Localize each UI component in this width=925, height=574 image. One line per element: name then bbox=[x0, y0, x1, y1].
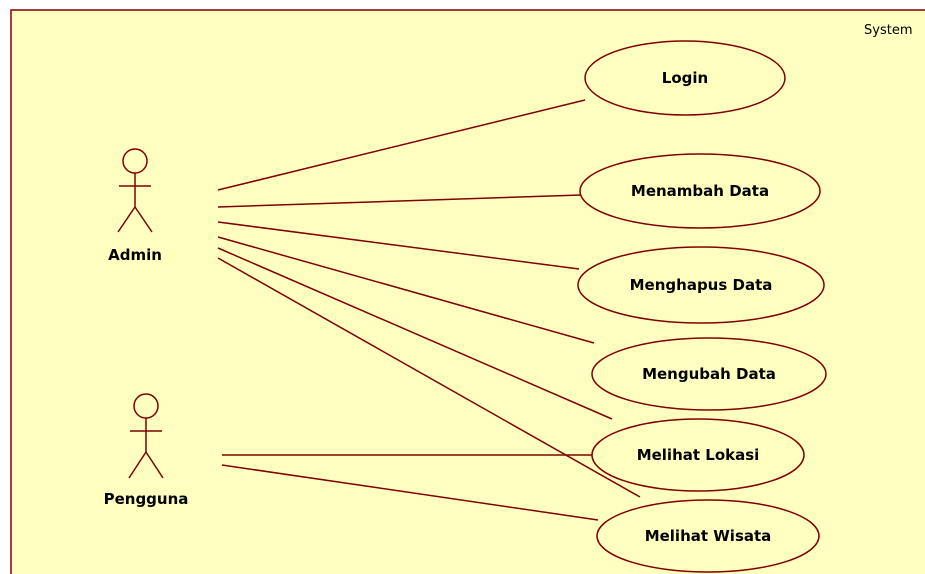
actor-label: Admin bbox=[108, 246, 162, 264]
use-case-ellipse bbox=[584, 40, 786, 116]
use-case-melihat-lokasi[interactable]: Melihat Lokasi bbox=[591, 418, 805, 492]
use-case-label: Menambah Data bbox=[631, 182, 769, 200]
use-case-label: Melihat Wisata bbox=[645, 527, 772, 545]
use-case-label: Login bbox=[662, 69, 708, 87]
use-case-ellipse bbox=[591, 337, 827, 411]
association-pengguna-wisata bbox=[221, 464, 599, 521]
use-case-ellipse bbox=[596, 499, 820, 573]
actor-icon bbox=[117, 148, 153, 233]
use-case-label: Mengubah Data bbox=[642, 365, 776, 383]
association-admin-menambah bbox=[217, 194, 582, 208]
use-case-label: Menghapus Data bbox=[630, 276, 773, 294]
actor-icon bbox=[128, 393, 164, 479]
use-case-melihat-wisata[interactable]: Melihat Wisata bbox=[596, 499, 820, 573]
actor-label: Pengguna bbox=[104, 490, 189, 508]
association-admin-mengubah bbox=[217, 236, 595, 344]
use-case-login[interactable]: Login bbox=[584, 40, 786, 116]
association-admin-lokasi bbox=[217, 247, 613, 420]
use-case-label: Melihat Lokasi bbox=[637, 446, 760, 464]
use-case-ellipse bbox=[577, 246, 825, 324]
use-case-mengubah-data[interactable]: Mengubah Data bbox=[591, 337, 827, 411]
association-admin-menghapus bbox=[217, 221, 580, 270]
use-case-ellipse bbox=[591, 418, 805, 492]
system-label: System bbox=[864, 23, 912, 38]
actor-admin[interactable]: Admin bbox=[108, 148, 162, 264]
association-admin-wisata bbox=[217, 257, 641, 498]
use-case-menambah-data[interactable]: Menambah Data bbox=[579, 153, 821, 229]
actor-pengguna[interactable]: Pengguna bbox=[104, 393, 189, 508]
association-lines bbox=[217, 99, 641, 521]
use-case-ellipse bbox=[579, 153, 821, 229]
use-case-menghapus-data[interactable]: Menghapus Data bbox=[577, 246, 825, 324]
association-admin-login bbox=[217, 99, 586, 191]
